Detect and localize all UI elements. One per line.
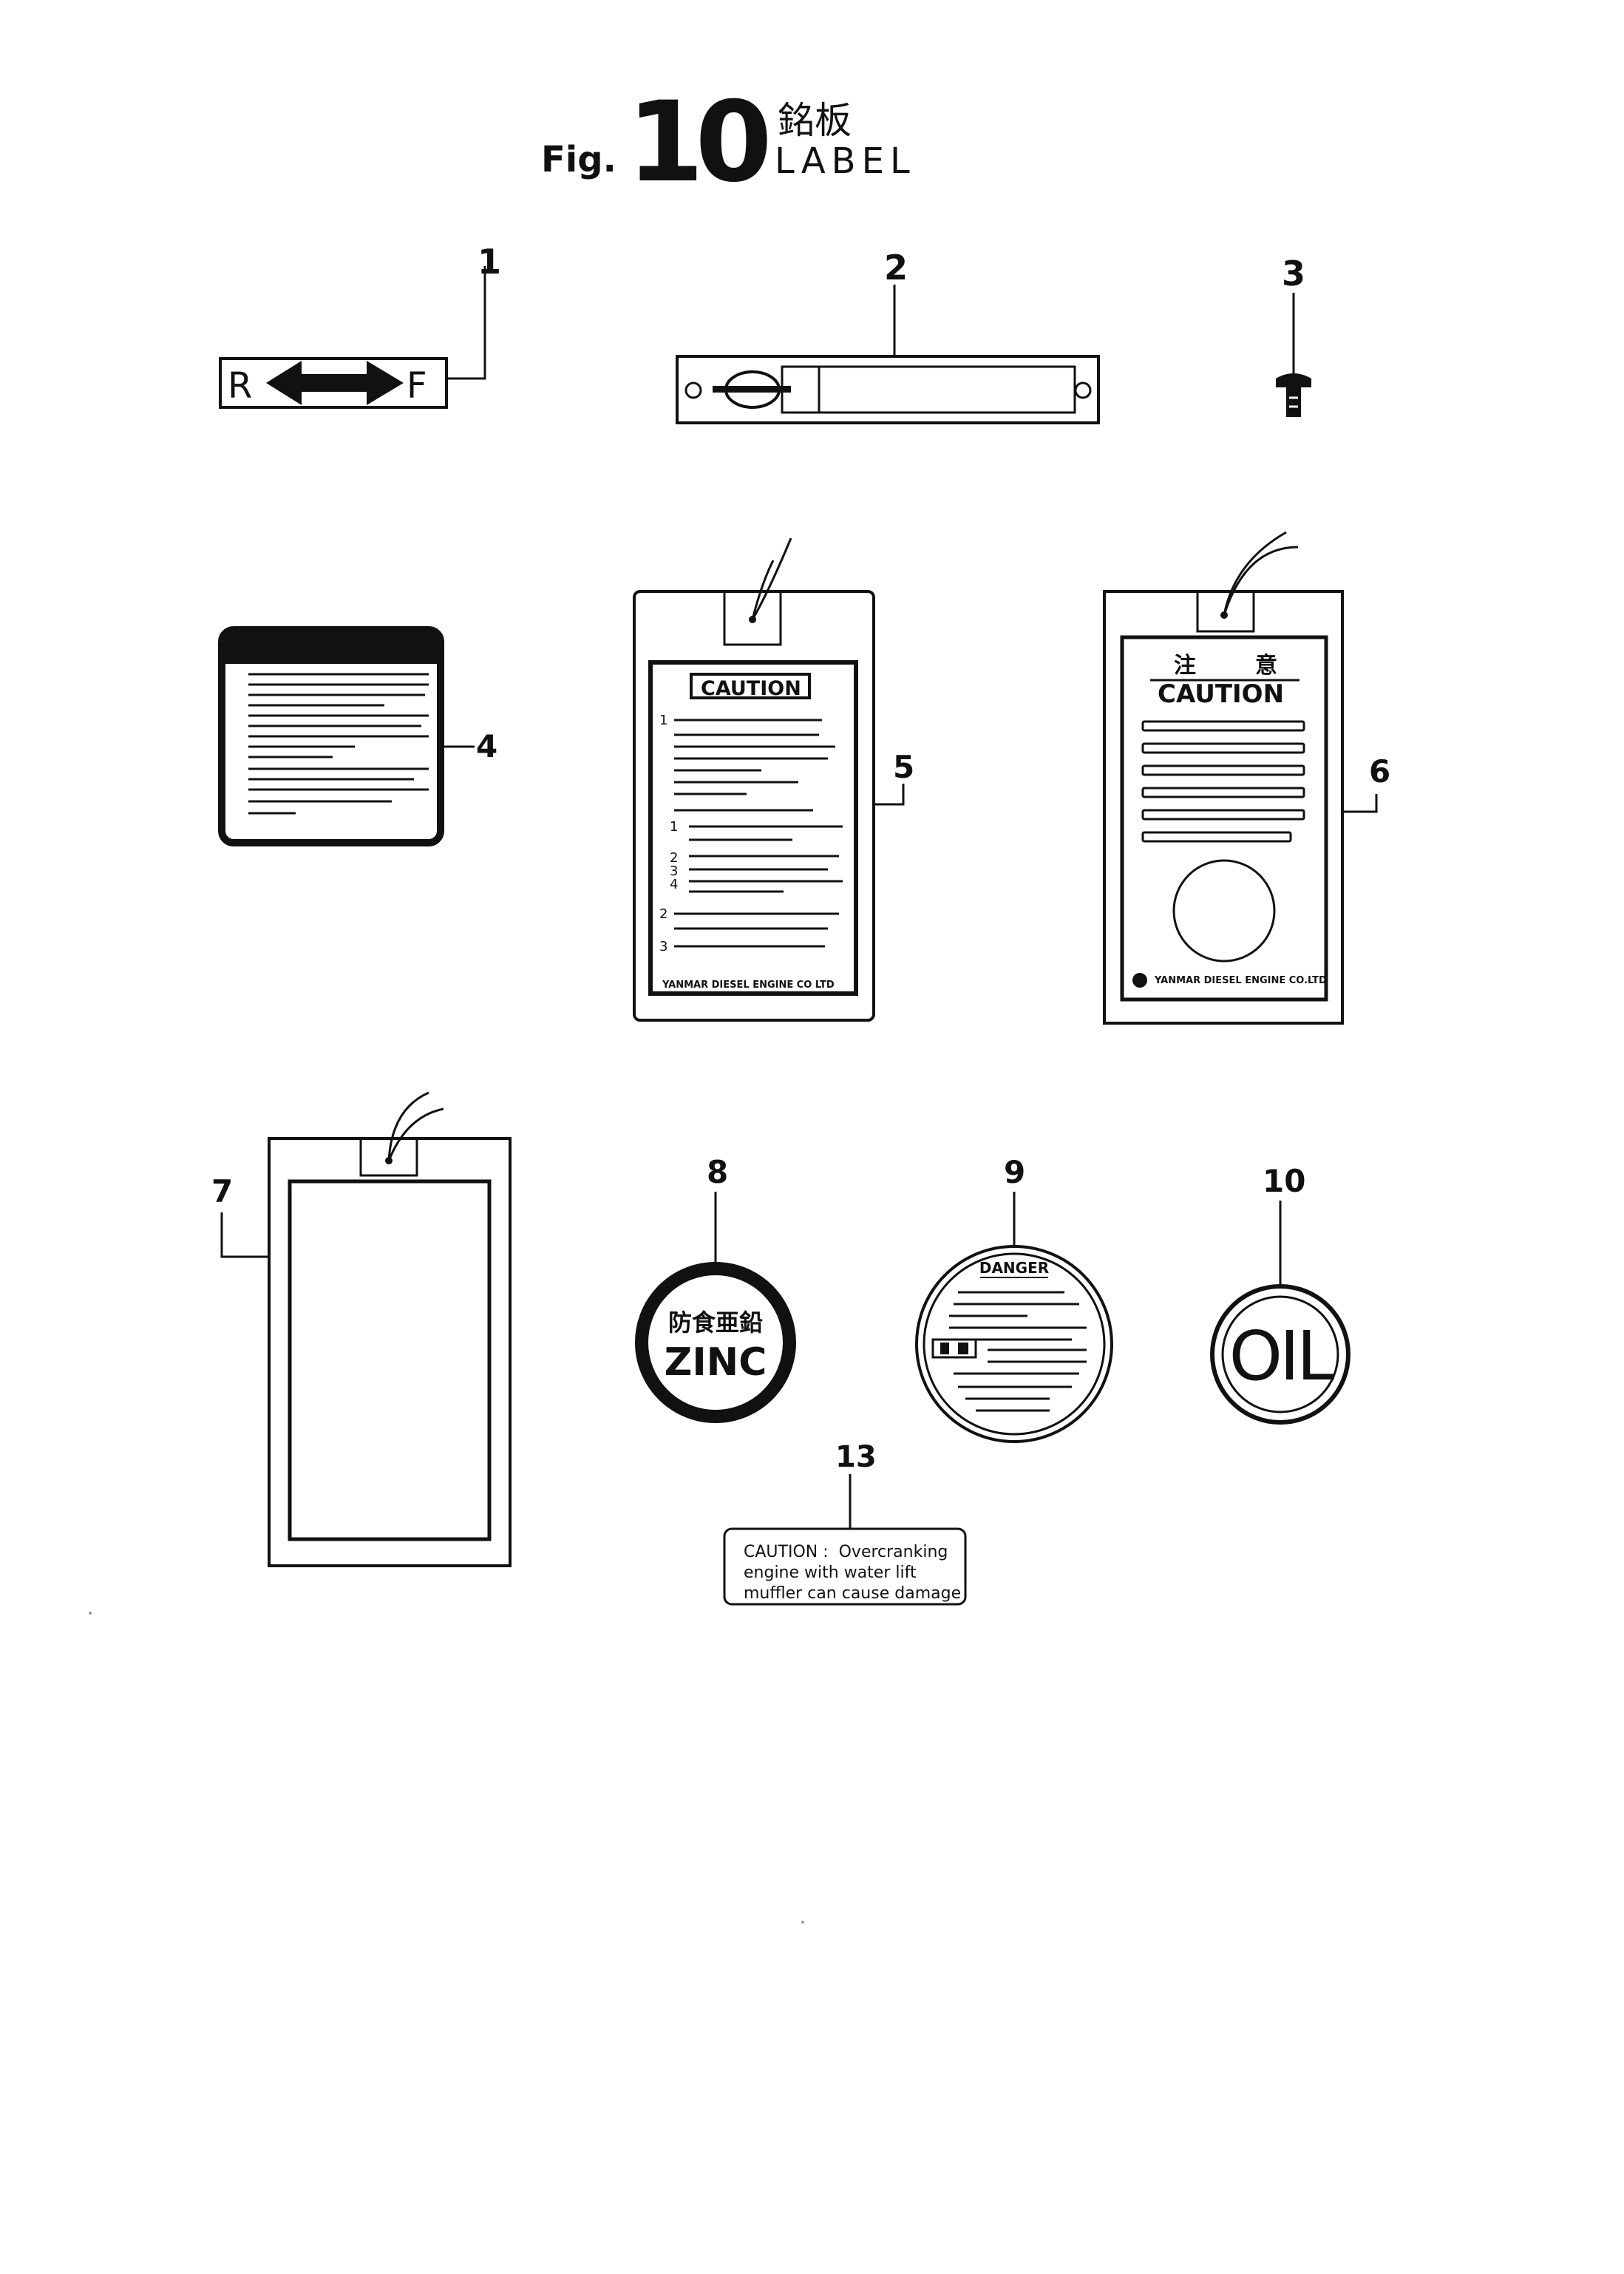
part-5-footer: YANMAR DIESEL ENGINE CO LTD: [662, 980, 835, 991]
fig-number: 10: [627, 78, 767, 207]
callout-2: 2: [884, 248, 908, 288]
part-5-item-number: 2: [670, 850, 678, 866]
part-1-right-letter: F: [407, 365, 427, 407]
part-6-footer: YANMAR DIESEL ENGINE CO.LTD: [1154, 975, 1327, 986]
callout-9: 9: [1004, 1154, 1025, 1190]
manufacturer-logo-icon: [1132, 973, 1147, 988]
figure-header: Fig. 10 銘板 LABEL: [541, 78, 916, 207]
part-10-oil-label: 10 OIL: [1210, 1163, 1350, 1425]
part-1-direction-plate: R F 1: [219, 242, 501, 409]
callout-8: 8: [707, 1154, 728, 1190]
part-8-zinc-label: 8 防食亜鉛 ZINC: [635, 1154, 796, 1423]
part-9-danger-label: 9 DANGER: [915, 1154, 1113, 1443]
part-8-english: ZINC: [665, 1340, 767, 1385]
part-5-item-number: 4: [670, 877, 678, 892]
scan-speck: [89, 1612, 92, 1615]
part-5-caution-tag: CAUTION 1 1 2 3 4 2 3 YANMAR DIESEL ENG: [633, 537, 914, 1022]
double-arrow-icon: [266, 361, 404, 405]
part-1-left-letter: R: [228, 365, 252, 407]
callout-13: 13: [835, 1440, 877, 1474]
part-2-name-plate: 2: [676, 248, 1100, 424]
part-13-line-2: engine with water lift: [744, 1564, 917, 1582]
part-10-text: OIL: [1229, 1317, 1335, 1396]
part-13-line-1: CAUTION : Overcranking: [744, 1543, 948, 1561]
part-4-instruction-label: 4: [218, 626, 497, 846]
part-5-item-number: 2: [659, 906, 667, 922]
callout-10: 10: [1263, 1163, 1305, 1199]
fig-prefix: Fig.: [541, 139, 616, 180]
part-9-heading: DANGER: [979, 1259, 1049, 1277]
callout-3: 3: [1282, 254, 1305, 293]
title-japanese: 銘板: [778, 99, 852, 142]
part-5-item-number: 3: [670, 863, 678, 879]
part-8-japanese: 防食亜鉛: [668, 1309, 763, 1337]
part-3-rivet: 3: [1276, 254, 1311, 417]
callout-7: 7: [211, 1173, 233, 1209]
part-9-symbol-box: [931, 1338, 977, 1359]
part-6-blank-circle: [1172, 859, 1276, 963]
part-13-line-3: muffler can cause damage: [744, 1584, 961, 1603]
scan-speck: [801, 1921, 804, 1924]
part-5-item-number: 3: [659, 939, 667, 954]
callout-6: 6: [1369, 753, 1390, 790]
rivet-icon: [1276, 373, 1311, 387]
part-13-caution-decal: 13 CAUTION : Overcranking engine with wa…: [723, 1440, 967, 1606]
callout-5: 5: [893, 749, 914, 785]
part-5-item-number: 1: [659, 713, 667, 728]
part-5-item-number: 1: [670, 819, 678, 835]
part-6-caution-tag: 注 意 CAUTION YANMAR DIESEL ENGINE CO.LTD …: [1103, 531, 1390, 1025]
part-6-heading-jp-2: 意: [1255, 653, 1277, 679]
part-7-blank-tag: 7: [211, 1091, 512, 1567]
part-6-heading-jp-1: 注: [1174, 653, 1196, 679]
part-5-heading: CAUTION: [701, 677, 801, 700]
title-english: LABEL: [775, 140, 916, 182]
callout-4: 4: [476, 728, 497, 764]
part-6-heading: CAUTION: [1158, 679, 1284, 709]
callout-1: 1: [478, 242, 501, 282]
